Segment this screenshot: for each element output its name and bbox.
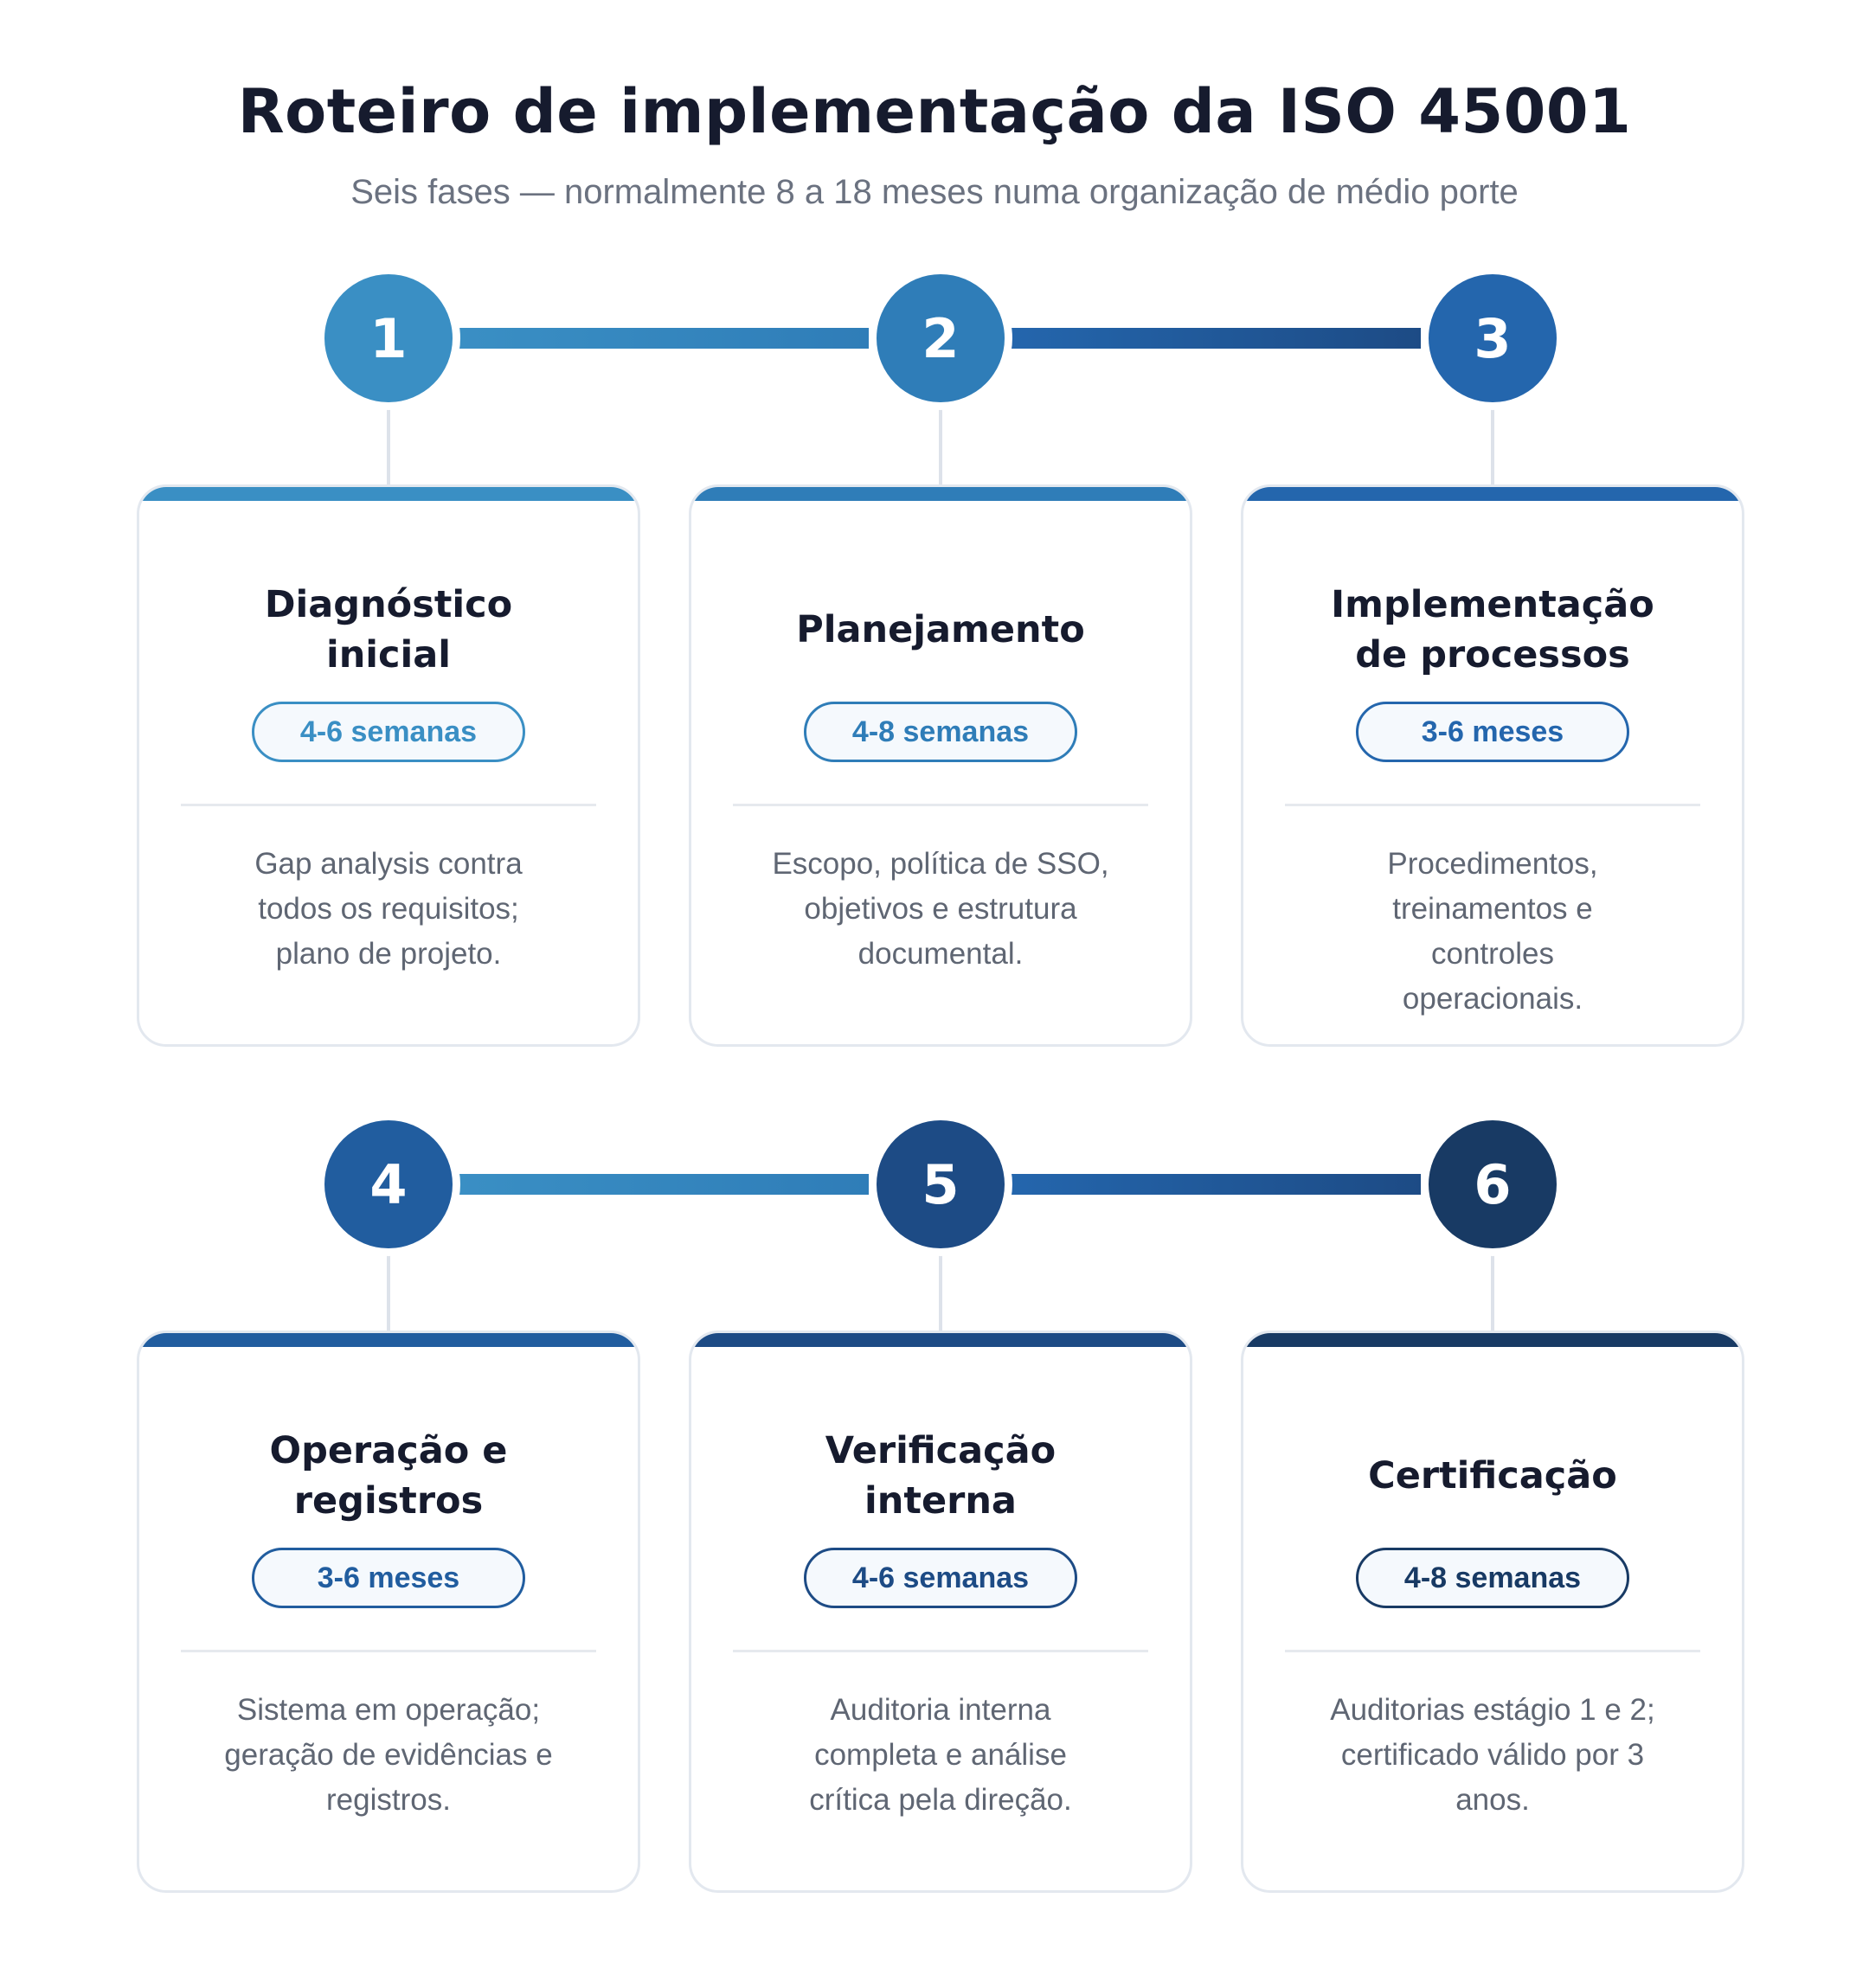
phase-6-stem [1491, 1253, 1494, 1331]
phase-5-card: Verificação interna 4-6 semanas Auditori… [689, 1331, 1192, 1893]
connector-5-6 [1011, 1174, 1421, 1195]
phase-row-1: 1 2 3 Diagnóstico inicial 4-6 semanas Ga… [0, 0, 1869, 1047]
phase-4-divider [181, 1650, 596, 1652]
phase-4-accent-bar [139, 1333, 638, 1347]
phase-row-2: 4 5 6 Operação e registros 3-6 meses Sis… [0, 846, 1869, 1893]
phase-2-accent-bar [691, 487, 1190, 501]
phase-4-description: Sistema em operação; geração de evidênci… [224, 1693, 553, 1817]
phase-6-number: 6 [1429, 1120, 1557, 1248]
phase-2-card: Planejamento 4-8 semanas Escopo, polític… [689, 484, 1192, 1047]
phase-5-duration-badge: 4-6 semanas [804, 1548, 1077, 1608]
phase-5-description: Auditoria interna completa e análise crí… [809, 1693, 1072, 1817]
phase-6-description: Auditorias estágio 1 e 2; certificado vá… [1330, 1693, 1655, 1817]
phase-1-duration-badge: 4-6 semanas [252, 702, 525, 762]
phase-3-duration-badge: 3-6 meses [1356, 702, 1629, 762]
phase-5-title: Verificação interna [825, 1429, 1057, 1523]
phase-1-stem [387, 407, 390, 484]
phase-3-description: Procedimentos, treinamentos e controles … [1387, 847, 1598, 1016]
phase-4-stem [387, 1253, 390, 1331]
phase-3-divider [1285, 804, 1700, 806]
phase-5-stem [939, 1253, 942, 1331]
phase-1-title: Diagnóstico inicial [264, 583, 513, 677]
phase-2-divider [733, 804, 1148, 806]
phase-2-number: 2 [877, 274, 1005, 402]
phase-5-divider [733, 1650, 1148, 1652]
connector-4-5 [459, 1174, 869, 1195]
phase-2-title: Planejamento [796, 608, 1085, 651]
phase-6-duration-badge: 4-8 semanas [1356, 1548, 1629, 1608]
phase-5-accent-bar [691, 1333, 1190, 1347]
phase-3-stem [1491, 407, 1494, 484]
phase-1-accent-bar [139, 487, 638, 501]
page-title: Roteiro de implementação da ISO 45001 [237, 76, 1632, 147]
phase-5-number: 5 [877, 1120, 1005, 1248]
phase-1-description: Gap analysis contra todos os requisitos;… [254, 847, 523, 971]
phase-3-number: 3 [1429, 274, 1557, 402]
phase-1-divider [181, 804, 596, 806]
phase-3-accent-bar [1243, 487, 1742, 501]
phase-4-duration-badge: 3-6 meses [252, 1548, 525, 1608]
phase-4-card: Operação e registros 3-6 meses Sistema e… [137, 1331, 640, 1893]
phase-2-description: Escopo, política de SSO, objetivos e est… [772, 847, 1109, 971]
phase-3-title: Implementação de processos [1331, 583, 1654, 677]
phase-6-card: Certificação 4-8 semanas Auditorias está… [1241, 1331, 1744, 1893]
phase-2-duration-badge: 4-8 semanas [804, 702, 1077, 762]
phase-1-card: Diagnóstico inicial 4-6 semanas Gap anal… [137, 484, 640, 1047]
phase-6-accent-bar [1243, 1333, 1742, 1347]
phase-1-number: 1 [324, 274, 453, 402]
phase-2-stem [939, 407, 942, 484]
phase-3-card: Implementação de processos 3-6 meses Pro… [1241, 484, 1744, 1047]
phase-4-number: 4 [324, 1120, 453, 1248]
phase-4-title: Operação e registros [269, 1429, 508, 1523]
phase-6-title: Certificação [1368, 1454, 1617, 1497]
connector-2-3 [1011, 328, 1421, 349]
phase-6-divider [1285, 1650, 1700, 1652]
page-subtitle: Seis fases — normalmente 8 a 18 meses nu… [350, 173, 1519, 211]
connector-1-2 [459, 328, 869, 349]
